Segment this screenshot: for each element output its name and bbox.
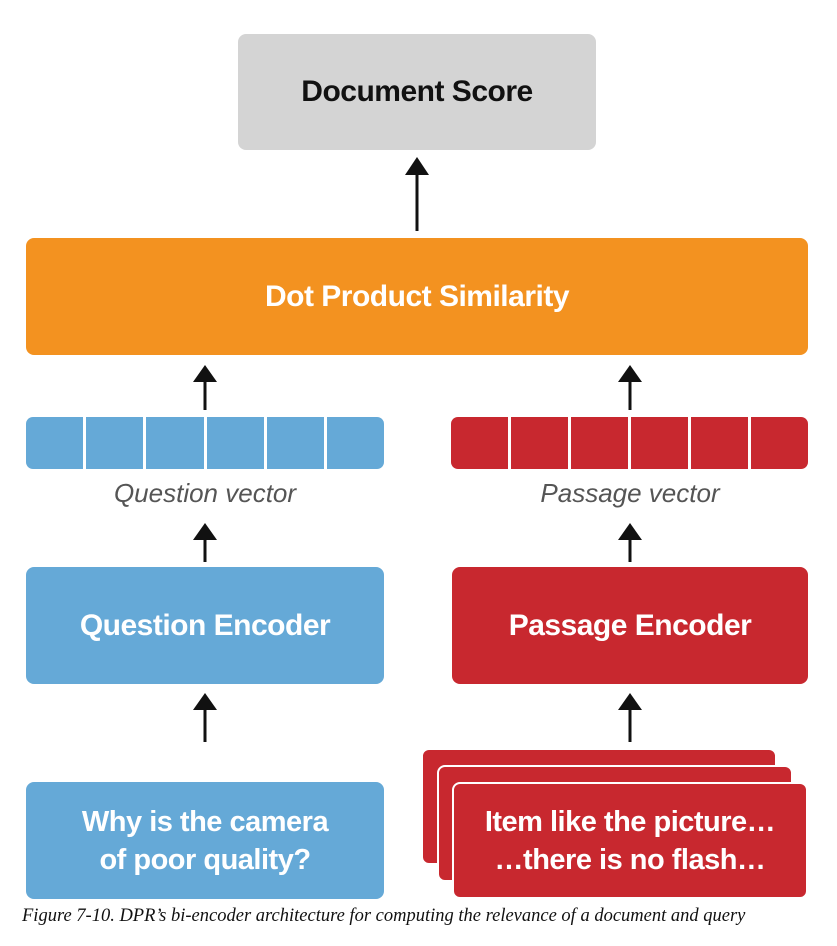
question-vector bbox=[26, 417, 384, 469]
passage-vector-label: Passage vector bbox=[540, 478, 720, 508]
dot-product-similarity-box: Dot Product Similarity bbox=[26, 238, 808, 355]
vector-cell bbox=[631, 417, 688, 469]
vector-cell bbox=[451, 417, 508, 469]
question-encoder-label: Question Encoder bbox=[79, 608, 331, 642]
dot-product-label: Dot Product Similarity bbox=[264, 279, 570, 313]
question-text-line: of poor quality? bbox=[99, 843, 311, 876]
passage-vector bbox=[451, 417, 808, 469]
question-input-box: Why is the camera of poor quality? bbox=[26, 782, 384, 899]
arrow-up-icon bbox=[193, 365, 217, 410]
vector-cell bbox=[751, 417, 808, 469]
vector-cell bbox=[146, 417, 204, 469]
figure-caption: Figure 7-10. DPR’s bi-encoder architectu… bbox=[22, 906, 746, 926]
document-score-box: Document Score bbox=[238, 34, 596, 150]
question-encoder-box: Question Encoder bbox=[26, 567, 384, 684]
arrow-up-icon bbox=[618, 365, 642, 410]
passage-input-box: Item like the picture… …there is no flas… bbox=[452, 782, 808, 899]
arrow-up-icon bbox=[618, 523, 642, 562]
passage-text-line: …there is no flash… bbox=[494, 843, 766, 876]
arrow-up-icon bbox=[405, 157, 429, 231]
arrow-up-icon bbox=[193, 523, 217, 562]
vector-cell bbox=[326, 417, 384, 469]
arrow-up-icon bbox=[618, 693, 642, 742]
vector-cell bbox=[26, 417, 84, 469]
vector-cell bbox=[691, 417, 748, 469]
vector-cell bbox=[86, 417, 144, 469]
arrow-up-icon bbox=[193, 693, 217, 742]
document-score-label: Document Score bbox=[301, 75, 533, 108]
passage-text-line: Item like the picture… bbox=[484, 805, 776, 838]
vector-cell bbox=[571, 417, 628, 469]
vector-cell bbox=[206, 417, 264, 469]
vector-cell bbox=[511, 417, 568, 469]
passage-encoder-label: Passage Encoder bbox=[508, 608, 752, 642]
question-text-line: Why is the camera bbox=[81, 805, 329, 838]
passage-encoder-box: Passage Encoder bbox=[452, 567, 808, 684]
question-vector-label: Question vector bbox=[113, 478, 297, 508]
vector-cell bbox=[266, 417, 324, 469]
